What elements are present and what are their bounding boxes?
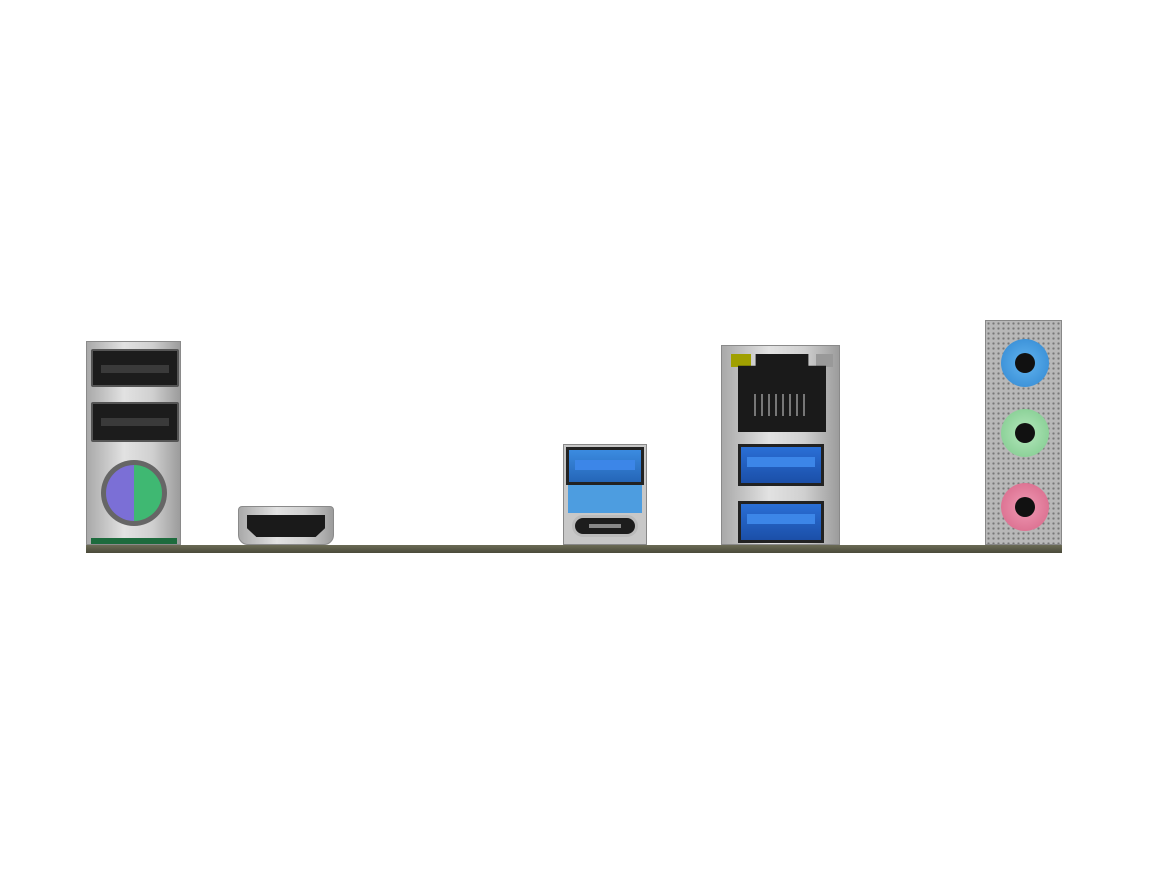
pcb-edge xyxy=(86,545,1062,553)
ps2-combo-port[interactable] xyxy=(101,460,167,526)
line-in-jack[interactable] xyxy=(1001,339,1049,387)
usb-c-tongue xyxy=(589,524,621,528)
lan-usb-block xyxy=(721,345,840,545)
rj45-ethernet-port[interactable] xyxy=(738,354,826,432)
usb2-port-bottom[interactable] xyxy=(91,402,179,442)
usb3-port[interactable] xyxy=(566,447,644,485)
hdmi-port[interactable] xyxy=(238,506,334,545)
lan-activity-led xyxy=(731,354,751,367)
rj45-contacts xyxy=(754,394,810,416)
usb2-port-top[interactable] xyxy=(91,349,179,387)
usb-c-port[interactable] xyxy=(572,515,638,537)
lan-speed-led xyxy=(816,354,833,367)
line-out-jack[interactable] xyxy=(1001,409,1049,457)
green-clip xyxy=(91,538,177,544)
mic-in-jack[interactable] xyxy=(1001,483,1049,531)
usb-ps2-block xyxy=(86,341,181,545)
usb3-port-bottom[interactable] xyxy=(738,501,824,543)
usb-c-housing xyxy=(568,485,642,513)
audio-jack-panel xyxy=(985,320,1062,545)
ps2-keyboard-half xyxy=(106,465,134,521)
hdmi-opening xyxy=(247,515,325,537)
ps2-mouse-half xyxy=(134,465,162,521)
usb-a-usb-c-stack xyxy=(563,444,647,545)
usb3-port-top[interactable] xyxy=(738,444,824,486)
